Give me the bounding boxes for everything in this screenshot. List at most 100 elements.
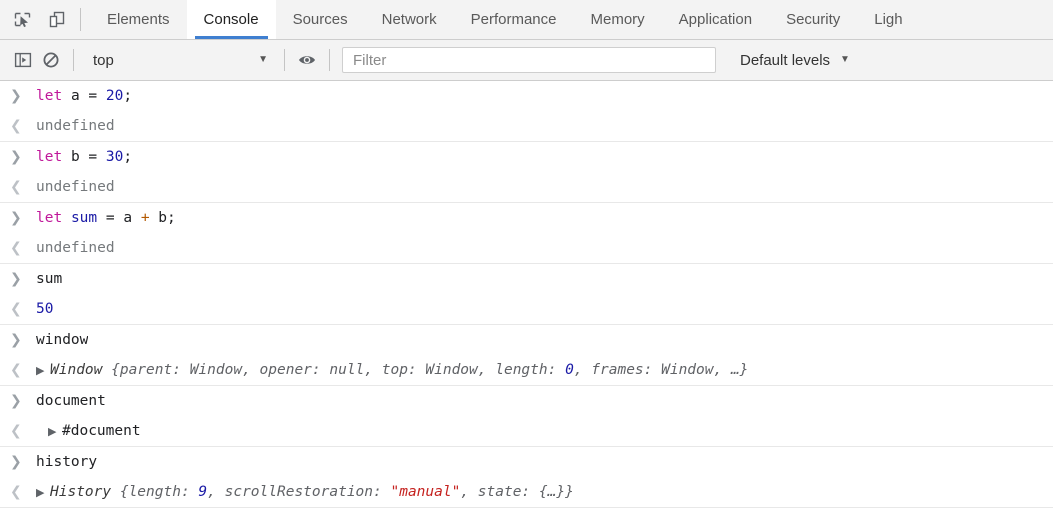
console-token: a bbox=[70, 88, 80, 104]
device-toolbar-icon[interactable] bbox=[43, 6, 71, 34]
console-input-text: let b = 30; bbox=[36, 142, 132, 172]
panel-tabs: Elements Console Sources Network Perform… bbox=[90, 0, 1053, 39]
inspect-element-icon[interactable] bbox=[8, 6, 36, 34]
console-token: window bbox=[36, 332, 89, 348]
console-output-row[interactable]: ❮ undefined bbox=[0, 111, 1053, 141]
console-output-row[interactable]: ❮ ▶ #document bbox=[0, 416, 1053, 446]
console-output-row[interactable]: ❮ undefined bbox=[0, 233, 1053, 263]
console-input-marker-icon: ❯ bbox=[10, 454, 22, 470]
tab-performance-label: Performance bbox=[470, 11, 557, 28]
sidebar-toggle-icon[interactable] bbox=[9, 46, 37, 74]
chevron-down-icon: ▼ bbox=[258, 54, 268, 65]
console-token: 50 bbox=[36, 301, 54, 317]
tab-security[interactable]: Security bbox=[769, 0, 857, 39]
inspect-element-glyph bbox=[14, 12, 30, 28]
console-token: undefined bbox=[36, 240, 115, 256]
tab-elements[interactable]: Elements bbox=[90, 0, 187, 39]
console-token: 20 bbox=[105, 88, 124, 104]
console-token bbox=[97, 149, 106, 165]
console-input-text: let a = 20; bbox=[36, 81, 132, 111]
console-input-row[interactable]: ❯ window bbox=[0, 325, 1053, 355]
console-input-text: document bbox=[36, 386, 106, 416]
expand-triangle-icon[interactable]: ▶ bbox=[48, 424, 57, 438]
clear-console-icon[interactable] bbox=[37, 46, 65, 74]
expand-triangle-icon[interactable]: ▶ bbox=[36, 363, 45, 377]
console-token bbox=[62, 210, 71, 226]
toolbar-divider bbox=[80, 8, 81, 31]
console-token: {length: bbox=[111, 484, 199, 500]
console-token: , frames: Window, …} bbox=[573, 362, 749, 378]
console-output-row[interactable]: ❮undefined bbox=[0, 172, 1053, 202]
tab-console[interactable]: Console bbox=[186, 0, 276, 39]
console-token: History bbox=[50, 484, 112, 500]
sidebar-toggle-glyph bbox=[14, 52, 32, 68]
console-output-row[interactable]: ❮ ▶ History {length: 9, scrollRestoration:… bbox=[0, 477, 1053, 507]
console-output-marker-icon: ❮ bbox=[10, 423, 22, 439]
tab-performance[interactable]: Performance bbox=[454, 0, 574, 39]
console-token: #document bbox=[62, 423, 141, 439]
tab-network-label: Network bbox=[381, 11, 437, 28]
tab-lighthouse[interactable]: Ligh bbox=[857, 0, 919, 39]
console-output-marker-icon: ❮ bbox=[10, 301, 22, 317]
tab-elements-label: Elements bbox=[107, 11, 170, 28]
console-token: 9 bbox=[198, 484, 208, 500]
chevron-down-icon: ▼ bbox=[840, 54, 850, 65]
console-input-text: let sum = a + b; bbox=[36, 203, 176, 233]
filter-input[interactable] bbox=[351, 50, 707, 70]
log-levels-dropdown[interactable]: Default levels ▼ bbox=[734, 47, 856, 73]
console-token: ; bbox=[123, 149, 133, 165]
console-output-text: undefined bbox=[36, 111, 115, 141]
console-entry-group: ❯let sum = a + b; ❮ undefined bbox=[0, 203, 1053, 264]
console-token: undefined bbox=[36, 179, 115, 195]
tab-sources[interactable]: Sources bbox=[276, 0, 365, 39]
console-token: "manual" bbox=[390, 484, 461, 500]
console-token: + bbox=[140, 210, 150, 226]
devtools-tab-bar: Elements Console Sources Network Perform… bbox=[0, 0, 1053, 40]
console-input-marker-icon: ❯ bbox=[10, 393, 22, 409]
console-token: , scrollRestoration: bbox=[207, 484, 391, 500]
console-input-row[interactable]: ❯ history bbox=[0, 447, 1053, 477]
console-entry-group: ❯let b = 30;❮undefined bbox=[0, 142, 1053, 203]
console-output-marker-icon: ❮ bbox=[10, 240, 22, 256]
console-output-row[interactable]: ❮ 50 bbox=[0, 294, 1053, 324]
console-entry-group: ❯let a = 20; ❮ undefined bbox=[0, 81, 1053, 142]
console-toolbar-divider-2 bbox=[284, 49, 285, 71]
eye-icon[interactable] bbox=[293, 46, 321, 74]
console-token bbox=[80, 149, 89, 165]
console-message-list[interactable]: ❯let a = 20;❮undefined❯let b = 30;❮undef… bbox=[0, 81, 1053, 508]
console-token bbox=[62, 88, 71, 104]
console-token: let bbox=[36, 88, 63, 104]
console-token: b bbox=[158, 210, 168, 226]
console-token: ; bbox=[167, 210, 176, 226]
console-input-row[interactable]: ❯ document bbox=[0, 386, 1053, 416]
console-entry-group: ❯ document ❮ ▶ #document bbox=[0, 386, 1053, 447]
tab-application[interactable]: Application bbox=[662, 0, 769, 39]
console-output-row[interactable]: ❮▶Window {parent: Window, opener: null, … bbox=[0, 355, 1053, 385]
console-input-row[interactable]: ❯let a = 20; bbox=[0, 81, 1053, 111]
console-token: ; bbox=[123, 88, 133, 104]
filter-input-wrapper[interactable] bbox=[342, 47, 716, 73]
console-input-row[interactable]: ❯let sum = a + b; bbox=[0, 203, 1053, 233]
expand-triangle-icon[interactable]: ▶ bbox=[36, 485, 45, 499]
console-token bbox=[132, 210, 141, 226]
tab-sources-label: Sources bbox=[292, 11, 348, 28]
console-token: let bbox=[36, 210, 63, 226]
console-token: history bbox=[36, 454, 98, 470]
console-input-text: history bbox=[36, 447, 97, 477]
console-input-row[interactable]: ❯let b = 30; bbox=[0, 142, 1053, 172]
console-entry-group: ❯sum ❮ 50 bbox=[0, 264, 1053, 325]
tab-console-label: Console bbox=[203, 11, 259, 28]
console-output-text: 50 bbox=[36, 294, 53, 324]
console-token bbox=[62, 149, 71, 165]
console-output-marker-icon: ❮ bbox=[10, 484, 22, 500]
console-input-row[interactable]: ❯sum bbox=[0, 264, 1053, 294]
tab-network[interactable]: Network bbox=[365, 0, 454, 39]
console-input-marker-icon: ❯ bbox=[10, 332, 22, 348]
console-output-marker-icon: ❮ bbox=[10, 362, 22, 378]
execution-context-selector[interactable]: top ▼ bbox=[82, 47, 276, 73]
console-output-marker-icon: ❮ bbox=[10, 118, 22, 134]
tab-memory[interactable]: Memory bbox=[574, 0, 662, 39]
tab-lighthouse-label: Ligh bbox=[874, 11, 903, 28]
console-output-text: undefined bbox=[36, 233, 115, 263]
console-input-text: window bbox=[36, 325, 88, 355]
